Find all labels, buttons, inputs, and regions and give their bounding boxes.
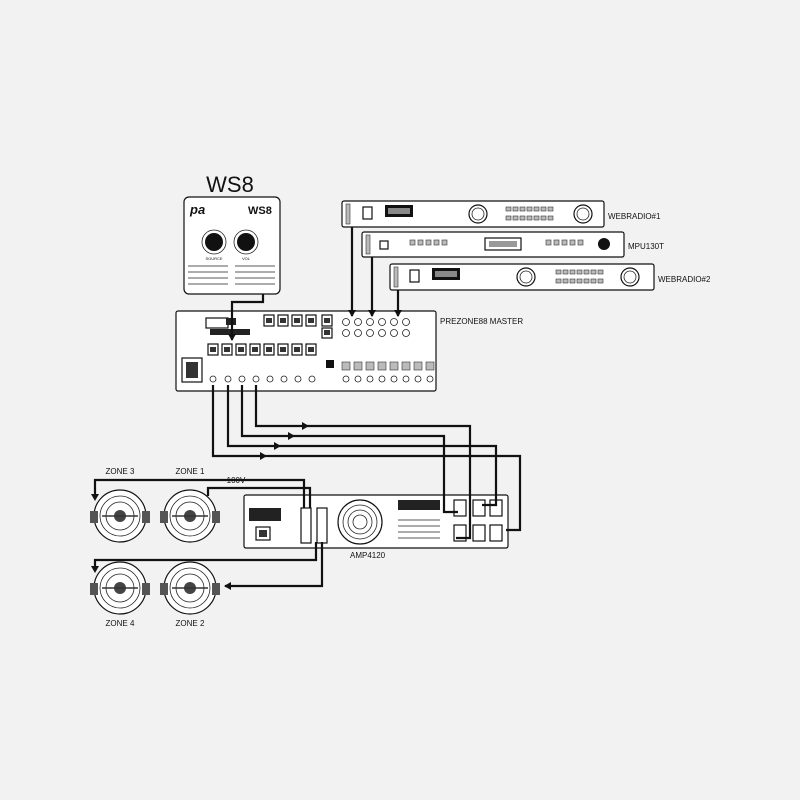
prezone88-master-device: PREZONE88 MASTER bbox=[175, 310, 523, 392]
zone4-speaker-icon bbox=[90, 561, 150, 615]
amp4120-device: AMP4120 bbox=[243, 494, 509, 560]
ws8-logo: pa bbox=[189, 202, 205, 217]
webradio1-device: WEBRADIO#1 bbox=[341, 200, 661, 228]
amp-label: AMP4120 bbox=[350, 551, 386, 560]
zone3-label: ZONE 3 bbox=[106, 467, 135, 476]
webradio2-device: WEBRADIO#2 bbox=[389, 263, 711, 291]
mpu130t-device: MPU130T bbox=[361, 231, 664, 258]
zone2-speaker-icon bbox=[160, 561, 220, 615]
zone1-label: ZONE 1 bbox=[176, 467, 205, 476]
ws8-title: WS8 bbox=[206, 172, 254, 197]
ws8-knob2-label: VOL bbox=[242, 256, 251, 261]
ws8-source-knob-icon bbox=[205, 233, 223, 251]
fan-icon bbox=[337, 499, 383, 545]
zone4-label: ZONE 4 bbox=[106, 619, 135, 628]
ws8-volume-knob-icon bbox=[237, 233, 255, 251]
zone1-speaker-icon bbox=[160, 489, 220, 543]
zone2-label: ZONE 2 bbox=[176, 619, 205, 628]
mpu130t-label: MPU130T bbox=[628, 242, 664, 251]
ws8-wall-station: WS8 pa WS8 SOURCE VOL bbox=[183, 172, 281, 295]
ws8-knob1-label: SOURCE bbox=[205, 256, 222, 261]
ws8-model: WS8 bbox=[248, 205, 272, 217]
connection-wires bbox=[91, 227, 522, 590]
webradio1-label: WEBRADIO#1 bbox=[608, 212, 661, 221]
rj45-port-icon bbox=[263, 314, 333, 339]
webradio2-label: WEBRADIO#2 bbox=[658, 275, 711, 284]
prezone-label: PREZONE88 MASTER bbox=[440, 317, 523, 326]
zone3-speaker-icon bbox=[90, 489, 150, 543]
